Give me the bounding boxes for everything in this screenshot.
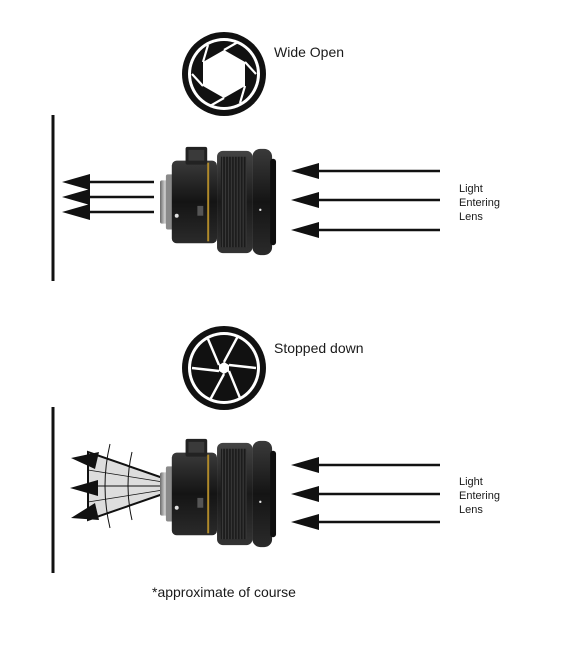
aperture-stopped-icon <box>182 326 266 410</box>
light-entering-label: Light Entering Lens <box>459 182 500 224</box>
side-label-line: Entering <box>459 197 500 209</box>
panel-wide-open <box>51 32 440 281</box>
panel-stopped-down <box>51 326 440 573</box>
aperture-open-icon <box>182 32 266 116</box>
lens-image <box>160 438 277 548</box>
lens-image <box>160 146 277 256</box>
side-label-line: Light <box>459 476 483 488</box>
light-entering-label: Light Entering Lens <box>459 475 500 517</box>
output-arrows <box>62 174 154 220</box>
aperture-label-wide-open: Wide Open <box>274 44 345 60</box>
footnote: *approximate of course <box>152 584 296 600</box>
incoming-light-arrows <box>291 457 440 530</box>
incoming-light-arrows <box>291 163 440 238</box>
side-label-line: Lens <box>459 504 483 516</box>
output-light-cone <box>87 443 164 529</box>
side-label-line: Entering <box>459 490 500 502</box>
aperture-label-stopped-down: Stopped down <box>274 340 364 356</box>
side-label-line: Lens <box>459 211 483 223</box>
side-label-line: Light <box>459 183 483 195</box>
output-arrows <box>70 452 99 520</box>
